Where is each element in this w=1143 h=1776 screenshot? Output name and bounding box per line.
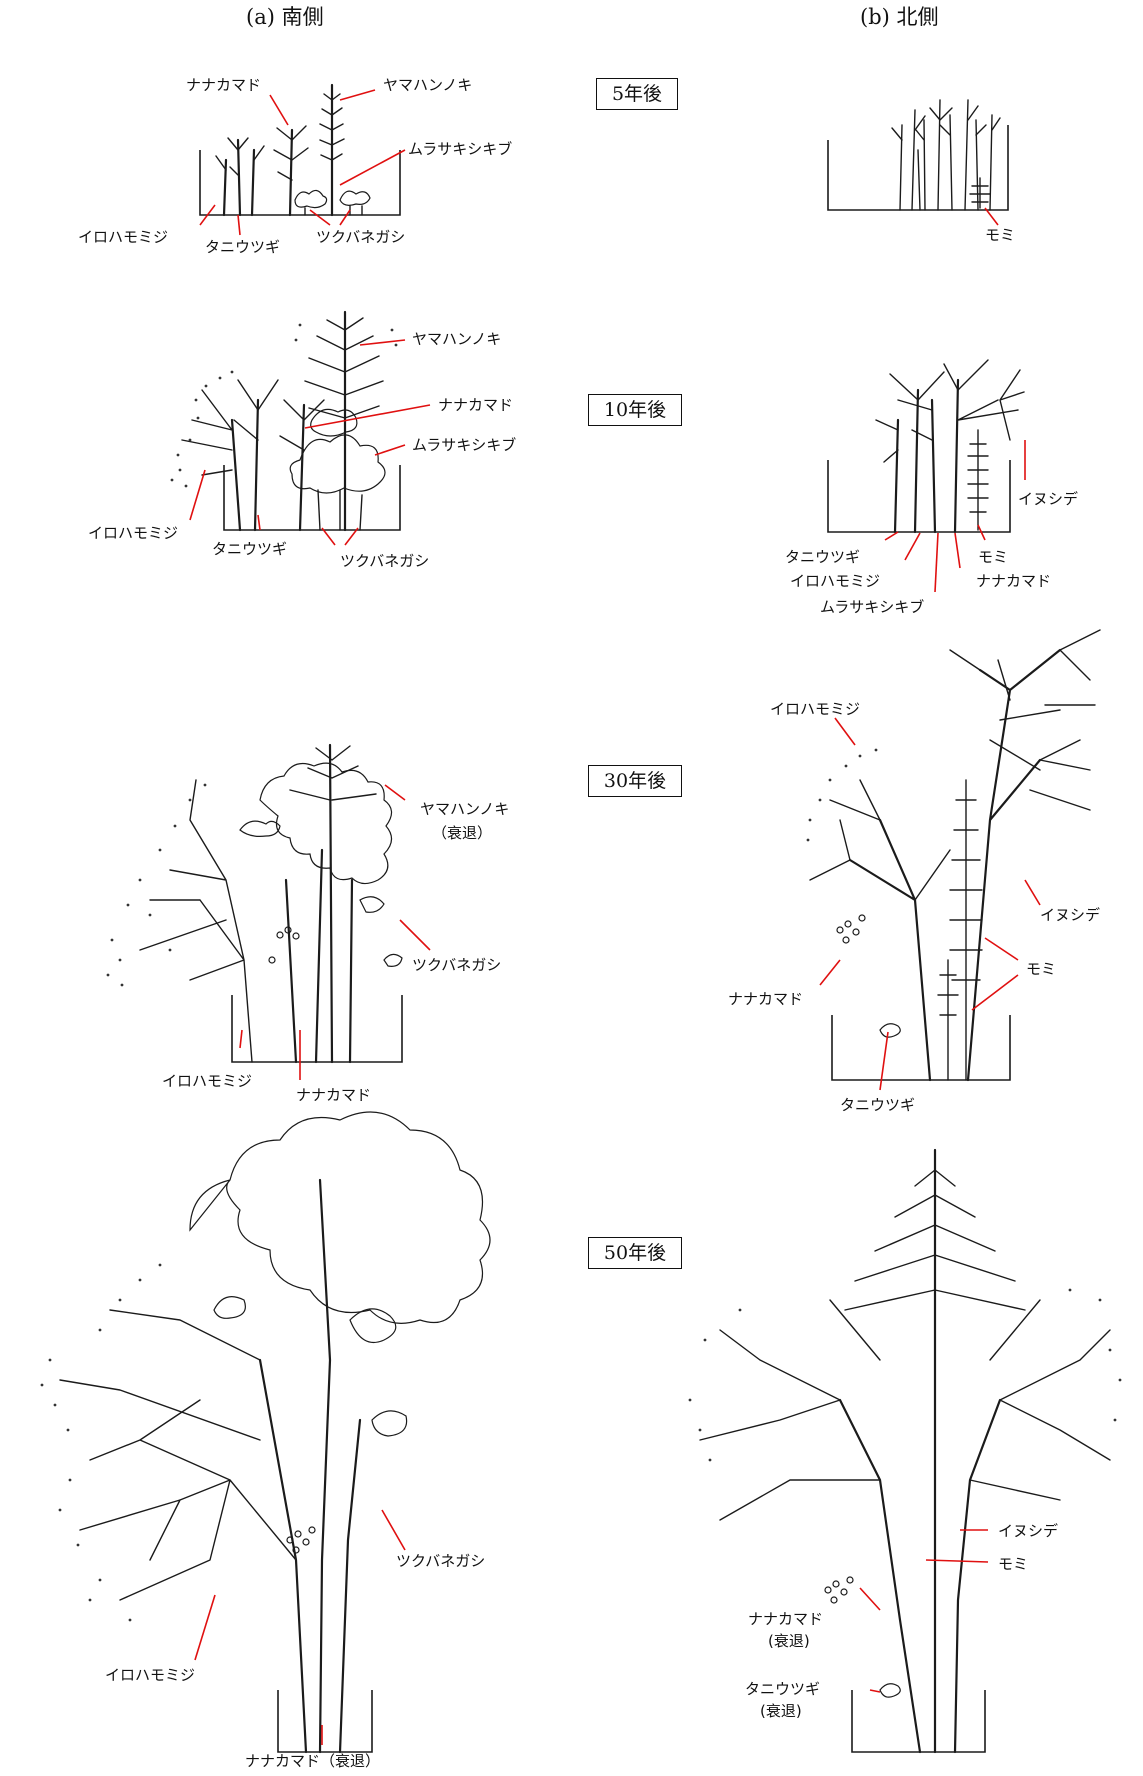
iroha-foliage-dots bbox=[171, 324, 398, 488]
label-nanakamado: ナナカマド bbox=[976, 572, 1051, 590]
label-taniutsugi: タニウツギ bbox=[745, 1680, 820, 1698]
label-nanakamado: ナナカマド bbox=[438, 396, 513, 414]
label-nanakamado: ナナカマド bbox=[186, 76, 261, 94]
south-50yr-drawing bbox=[41, 1112, 490, 1752]
leader-lines bbox=[190, 90, 1040, 1745]
label-irohamomiji: イロハモミジ bbox=[790, 572, 880, 590]
label-decline: (衰退) bbox=[760, 1702, 802, 1720]
south-5yr-drawing bbox=[200, 85, 400, 215]
label-inushide: イヌシデ bbox=[998, 1522, 1058, 1540]
label-tsukubanegashi: ツクバネガシ bbox=[340, 552, 429, 570]
label-inushide: イヌシデ bbox=[1040, 906, 1100, 924]
tsukubanegashi-canopy bbox=[260, 763, 392, 883]
label-yamahannoki: ヤマハンノキ bbox=[412, 330, 501, 348]
label-taniutsugi: タニウツギ bbox=[205, 238, 280, 256]
nanakamado-berries bbox=[269, 927, 299, 963]
north-5yr-drawing bbox=[828, 100, 1008, 210]
momi-sapling bbox=[968, 430, 988, 530]
momi-tree bbox=[950, 780, 982, 1080]
label-nanakamado: ナナカマド bbox=[296, 1086, 371, 1104]
label-tsukubanegashi: ツクバネガシ bbox=[412, 956, 501, 974]
taniutsugi-shrub bbox=[880, 1684, 900, 1697]
label-taniutsugi: タニウツギ bbox=[785, 548, 860, 566]
label-nanakamado: ナナカマド bbox=[748, 1610, 823, 1628]
tsukubanegashi-canopy bbox=[290, 435, 385, 493]
tsukubanegashi-shrub bbox=[295, 190, 327, 207]
label-decline: (衰退) bbox=[768, 1632, 810, 1650]
north-10yr-drawing bbox=[828, 360, 1024, 532]
label-irohamomiji: イロハモミジ bbox=[162, 1072, 252, 1090]
momi-seedling bbox=[970, 178, 990, 208]
label-yamahannoki: ヤマハンノキ bbox=[383, 76, 472, 94]
tsukubanegashi-canopy bbox=[190, 1112, 490, 1323]
label-murasakishikibu: ムラサキシキブ bbox=[408, 140, 512, 158]
label-momi: モミ bbox=[978, 548, 1008, 566]
label-nanakamado: ナナカマド bbox=[728, 990, 803, 1008]
nanakamado-berries bbox=[825, 1577, 853, 1603]
label-tsukubanegashi: ツクバネガシ bbox=[396, 1552, 485, 1570]
label-tsukubanegashi: ツクバネガシ bbox=[316, 228, 405, 246]
label-murasakishikibu: ムラサキシキブ bbox=[412, 436, 516, 454]
stage-50yr: 50年後 bbox=[588, 1237, 682, 1269]
north-30yr-drawing bbox=[807, 630, 1100, 1080]
label-momi: モミ bbox=[998, 1555, 1028, 1573]
north-50yr-drawing bbox=[689, 1150, 1122, 1752]
label-taniutsugi: タニウツギ bbox=[840, 1096, 915, 1114]
label-momi: モミ bbox=[985, 226, 1015, 244]
stage-30yr: 30年後 bbox=[588, 765, 682, 797]
stage-5yr: 5年後 bbox=[596, 78, 678, 110]
label-irohamomiji: イロハモミジ bbox=[78, 228, 168, 246]
inushide-foliage-dots bbox=[689, 1289, 1122, 1462]
murasakishikibu-shrub bbox=[340, 191, 370, 205]
nanakamado-berries bbox=[837, 915, 865, 943]
label-taniutsugi: タニウツギ bbox=[212, 540, 287, 558]
label-momi: モミ bbox=[1026, 960, 1056, 978]
column-title-north: (b) 北側 bbox=[860, 5, 939, 29]
label-irohamomiji: イロハモミジ bbox=[770, 700, 860, 718]
label-yamahannoki: ヤマハンノキ bbox=[420, 800, 509, 818]
label-irohamomiji: イロハモミジ bbox=[105, 1666, 195, 1684]
label-inushide: イヌシデ bbox=[1018, 490, 1078, 508]
planter-box bbox=[200, 150, 400, 215]
label-irohamomiji: イロハモミジ bbox=[88, 524, 178, 542]
taniutsugi-shrub bbox=[880, 1024, 900, 1037]
label-decline: （衰退） bbox=[432, 824, 492, 842]
south-30yr-drawing bbox=[107, 745, 402, 1062]
iroha-foliage-dots bbox=[41, 1264, 162, 1622]
label-murasakishikibu: ムラサキシキブ bbox=[820, 598, 924, 616]
label-nanakamado-decline: ナナカマド（衰退） bbox=[245, 1752, 380, 1770]
stage-10yr: 10年後 bbox=[588, 394, 682, 426]
column-title-south: (a) 南側 bbox=[246, 5, 324, 29]
